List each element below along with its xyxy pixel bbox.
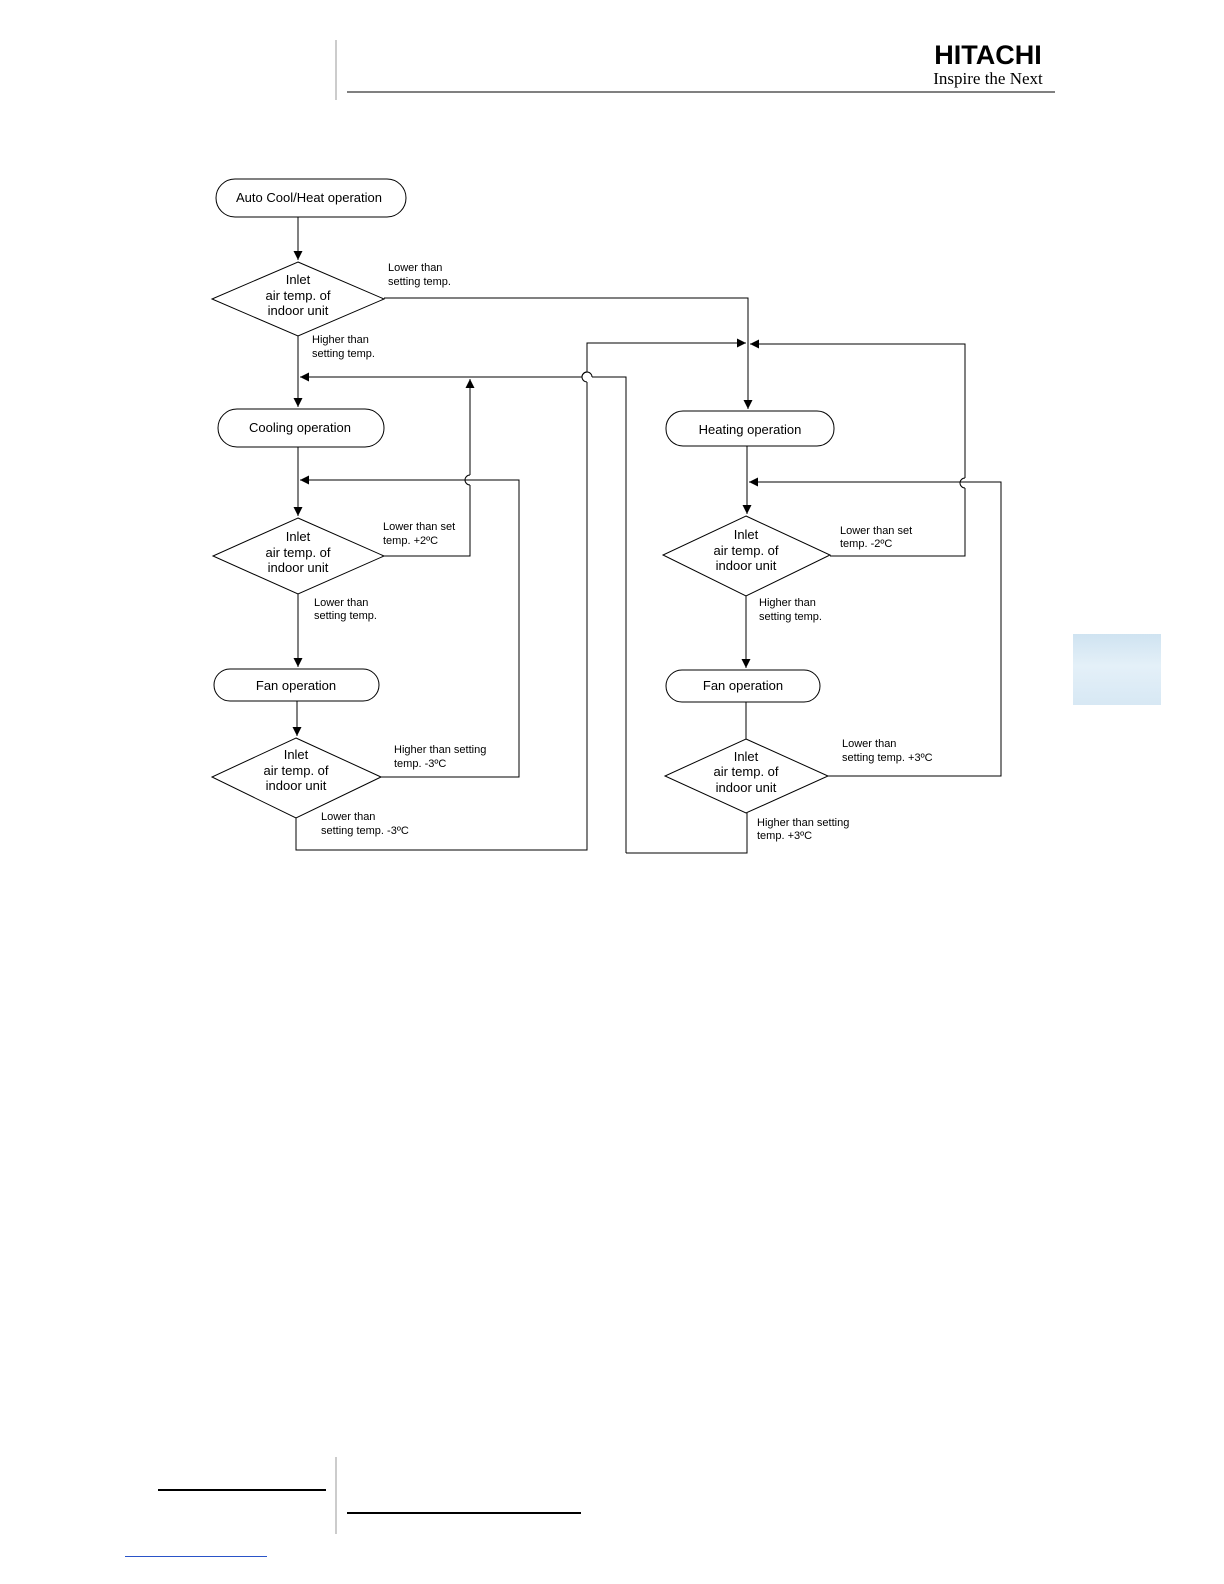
heating-fan-lower-label-1: Lower than <box>842 738 896 750</box>
cooling-decision-line1: Inlet <box>286 529 311 544</box>
cooling-decision-line2: air temp. of <box>265 545 330 560</box>
cooling-lower-set-label-1: Lower than set <box>383 521 455 533</box>
heating-operation-box <box>665 410 835 447</box>
heating-fan-decision-line1: Inlet <box>734 749 759 764</box>
cooling-lower-setting-label-1: Lower than <box>314 597 368 609</box>
main-higher-label-2: setting temp. <box>312 348 375 360</box>
main-lower-label-1: Lower than <box>388 262 442 274</box>
heating-fan-decision-line2: air temp. of <box>713 764 778 779</box>
heating-fan-decision <box>663 738 830 814</box>
heating-fan-lower-label-2: setting temp. +3ºC <box>842 752 933 764</box>
heating-decision-line3: indoor unit <box>716 558 777 573</box>
footer-link-underline[interactable] <box>125 1556 267 1557</box>
start-terminal <box>215 178 407 218</box>
main-lower-label-2: setting temp. <box>388 276 451 288</box>
main-decision-line3: indoor unit <box>268 303 329 318</box>
page-rules <box>158 40 1055 1534</box>
cooling-lower-set-label-2: temp. +2ºC <box>383 535 438 547</box>
brand-name: HITACHI <box>934 40 1042 70</box>
heating-higher-setting-label-2: setting temp. <box>759 611 822 623</box>
cooling-operation-box <box>217 408 385 448</box>
cooling-fan-decision-line3: indoor unit <box>266 778 327 793</box>
heating-decision-line1: Inlet <box>734 527 759 542</box>
main-decision-line1: Inlet <box>286 272 311 287</box>
start-label: Auto Cool/Heat operation <box>236 190 382 205</box>
cooling-fan-decision-line1: Inlet <box>284 747 309 762</box>
heating-lower-set-label-2: temp. -2ºC <box>840 538 892 550</box>
side-tab <box>1073 634 1161 705</box>
heating-fan-box <box>665 669 821 703</box>
cooling-operation-label: Cooling operation <box>249 420 351 435</box>
connectors <box>292 217 1002 854</box>
heating-higher-setting-label-1: Higher than <box>759 597 816 609</box>
heating-fan-higher-label-2: temp. +3ºC <box>757 830 812 842</box>
heating-operation-label: Heating operation <box>699 422 802 437</box>
cooling-fan-lower-label-1: Lower than <box>321 811 375 823</box>
cooling-fan-label: Fan operation <box>256 678 336 693</box>
cooling-fan-higher-label-1: Higher than setting <box>394 744 486 756</box>
cooling-fan-decision-line2: air temp. of <box>263 763 328 778</box>
heating-fan-label: Fan operation <box>703 678 783 693</box>
heating-fan-higher-label-1: Higher than setting <box>757 817 849 829</box>
heating-decision-line2: air temp. of <box>713 543 778 558</box>
brand-logo: HITACHI Inspire the Next <box>918 40 1058 88</box>
heating-fan-decision-line3: indoor unit <box>716 780 777 795</box>
cooling-fan-higher-label-2: temp. -3ºC <box>394 758 446 770</box>
main-higher-label-1: Higher than <box>312 334 369 346</box>
cooling-decision-line3: indoor unit <box>268 560 329 575</box>
brand-tagline: Inspire the Next <box>933 69 1043 88</box>
main-decision-line2: air temp. of <box>265 288 330 303</box>
cooling-lower-setting-label-2: setting temp. <box>314 610 377 622</box>
heating-lower-set-label-1: Lower than set <box>840 525 912 537</box>
cooling-fan-lower-label-2: setting temp. -3ºC <box>321 825 409 837</box>
